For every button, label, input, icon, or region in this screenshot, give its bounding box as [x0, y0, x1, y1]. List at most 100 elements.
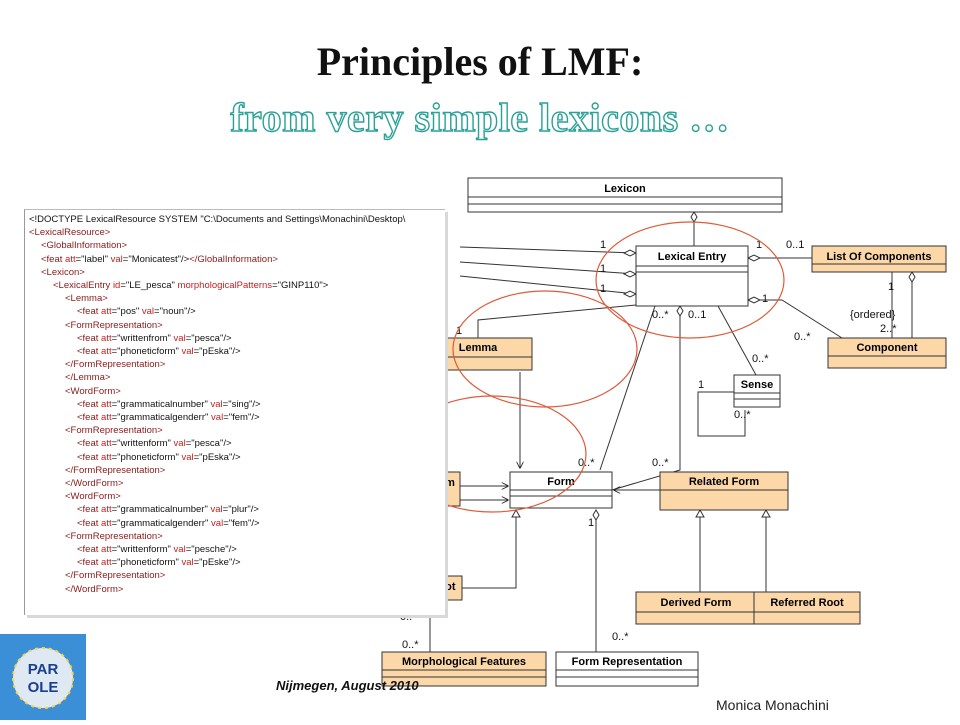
xml-token: <feat — [41, 253, 66, 265]
footer-author: Monica Monachini — [716, 697, 829, 713]
entry-form-link — [599, 305, 656, 471]
xml-line: <Lexicon> — [41, 267, 85, 279]
xml-token: val — [181, 451, 194, 463]
xml-token: ="pEske"/> — [193, 557, 241, 569]
xml-token: <FormRepresentation> — [65, 319, 163, 331]
xml-line: <WordForm> — [65, 491, 121, 503]
form-stem-link — [462, 510, 517, 589]
xml-token: <feat — [77, 398, 102, 410]
xml-token: <LexicalResource> — [29, 227, 111, 239]
xml-token: </WordForm> — [65, 478, 124, 489]
xml-token: <feat — [77, 517, 102, 529]
xml-line: <feat att="phoneticform" val="pEska"/> — [77, 346, 241, 358]
mult-label: 0..1 — [688, 309, 706, 321]
xml-line: <GlobalInformation> — [41, 240, 127, 252]
class-morph-label: Morphological Features — [402, 656, 526, 668]
xml-token: ="grammaticalgenderr" — [111, 517, 212, 529]
class-lemma-label: Lemma — [459, 342, 498, 354]
svg-text:OLE: OLE — [28, 679, 59, 696]
highlight-circles — [397, 221, 785, 513]
xml-token: att — [101, 306, 112, 318]
xml-token: att — [101, 557, 112, 569]
xml-token: ="pesca"/> — [185, 332, 232, 344]
mult-label: 0..* — [652, 309, 669, 321]
class-referred-root-label: Referred Root — [770, 597, 844, 609]
xml-token: ="writtenform" — [111, 438, 174, 450]
xml-token: val — [110, 253, 123, 265]
xml-token: att — [101, 346, 112, 357]
xml-token: <feat — [77, 504, 102, 516]
xml-token: att — [101, 398, 112, 410]
xml-line: </FormRepresentation> — [65, 359, 165, 371]
mult-label: 1 — [600, 283, 606, 295]
xml-token: <GlobalInformation> — [41, 240, 128, 252]
xml-token: <feat — [77, 412, 102, 423]
xml-token: <feat — [77, 346, 102, 357]
mult-label: 2..* — [880, 323, 897, 335]
entry-related-link — [611, 306, 681, 491]
mult-label: 1 — [762, 293, 768, 305]
xml-token: </WordForm> — [65, 583, 124, 595]
footer-event: Nijmegen, August 2010 — [276, 678, 419, 693]
xml-token: val — [173, 332, 186, 344]
xml-token: </FormRepresentation> — [65, 359, 166, 371]
mult-label: 0..* — [794, 331, 811, 343]
xml-token: ="GINP110"> — [272, 280, 329, 291]
xml-line: <LexicalResource> — [29, 227, 110, 239]
xml-code-panel: <!DOCTYPE LexicalResource SYSTEM "C:\Doc… — [24, 209, 445, 615]
class-derived-form: Derived Form — [635, 591, 757, 625]
mult-label: 1 — [588, 517, 594, 529]
xml-token: </GlobalInformation> — [189, 253, 278, 265]
xml-token: ="grammaticalgenderr" — [111, 412, 212, 423]
highlight-lexical-entry — [595, 221, 785, 339]
highlight-lemma — [452, 290, 638, 408]
xml-token: att — [101, 438, 112, 450]
xml-token: </FormRepresentation> — [65, 570, 166, 582]
xml-line: <feat att="grammaticalgenderr" val="fem"… — [77, 412, 260, 424]
xml-token: </Lemma> — [65, 372, 111, 384]
xml-token: ="pesca"/> — [185, 438, 232, 450]
xml-token: val — [210, 398, 223, 410]
xml-token: <WordForm> — [65, 385, 121, 397]
class-lexicon: Lexicon — [467, 177, 783, 213]
slide-subtitle: from very simple lexicons … — [230, 94, 730, 140]
xml-token: ="noun"/> — [154, 306, 196, 318]
mult-label: {ordered} — [850, 309, 896, 321]
xml-token: <feat — [77, 557, 102, 569]
class-lexical-entry: Lexical Entry — [635, 245, 749, 307]
xml-line: <Lemma> — [65, 293, 108, 305]
xml-token: ="writtenform" — [111, 544, 174, 555]
mult-label: 0..* — [402, 639, 419, 651]
xml-line: <feat att="grammaticalnumber" val="sing"… — [77, 399, 261, 411]
mult-label: 1 — [456, 325, 462, 337]
xml-token: att — [101, 544, 112, 555]
xml-token: ="pEska"/> — [193, 346, 241, 357]
mult-label: 1 — [888, 281, 894, 293]
multiplicity-labels: 1 1 1 1 1 0..1 1 1 {ordered} 2..* 0..* 0… — [400, 239, 897, 651]
xml-token: att — [65, 253, 76, 265]
class-partial-label: m — [445, 477, 455, 489]
class-lexical-entry-label: Lexical Entry — [658, 251, 727, 263]
aggregation-diamonds — [592, 211, 916, 521]
class-related-form: Related Form — [659, 471, 789, 511]
xml-token: <WordForm> — [65, 491, 121, 503]
mult-label: 1 — [600, 239, 606, 251]
xml-token: ="phoneticform" — [111, 451, 182, 463]
xml-line: <WordForm> — [65, 386, 121, 398]
mult-label: 0..* — [652, 457, 669, 469]
class-list-of-components-label: List Of Components — [826, 251, 931, 263]
xml-token: att — [101, 451, 112, 463]
xml-token: att — [101, 504, 112, 516]
xml-line: <feat att="writtenform" val="pesche"/> — [77, 544, 237, 556]
xml-line: <feat att="writtenfrom" val="pesca"/> — [77, 333, 232, 345]
mult-label: 0..* — [734, 409, 751, 421]
entry-sense-link — [717, 305, 757, 376]
class-sense: Sense — [733, 374, 781, 408]
mult-label: 0..* — [612, 631, 629, 643]
xml-line: <feat att="grammaticalnumber" val="plur"… — [77, 504, 259, 516]
xml-token: ="phoneticform" — [111, 346, 182, 357]
xml-token: <!DOCTYPE LexicalResource SYSTEM "C:\Doc… — [29, 214, 406, 225]
xml-token: ="fem"/> — [223, 412, 260, 423]
xml-token: <feat — [77, 306, 102, 318]
